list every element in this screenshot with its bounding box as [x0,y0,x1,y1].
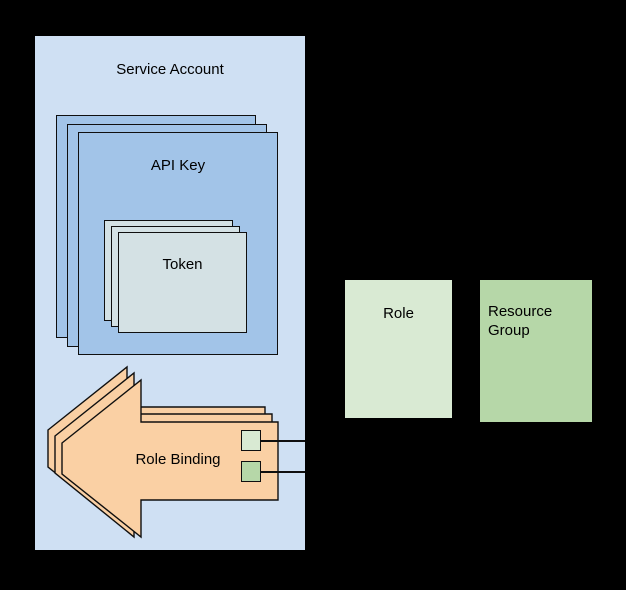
role-binding-port-role[interactable] [241,430,261,451]
edge-role-binding-to-resource-group [261,471,305,473]
resource-group-label: Resource Group [488,303,553,339]
api-key-label: API Key [150,157,206,174]
resource-group-box[interactable]: Resource Group [480,280,592,422]
role-binding-port-resource-group[interactable] [241,461,261,482]
token-card-front[interactable]: Token [118,232,247,333]
role-label: Role [383,305,414,322]
role-box[interactable]: Role [345,280,452,418]
edge-role-binding-to-role [261,440,305,442]
service-account-label: Service Account [116,61,224,78]
token-label: Token [162,256,203,273]
